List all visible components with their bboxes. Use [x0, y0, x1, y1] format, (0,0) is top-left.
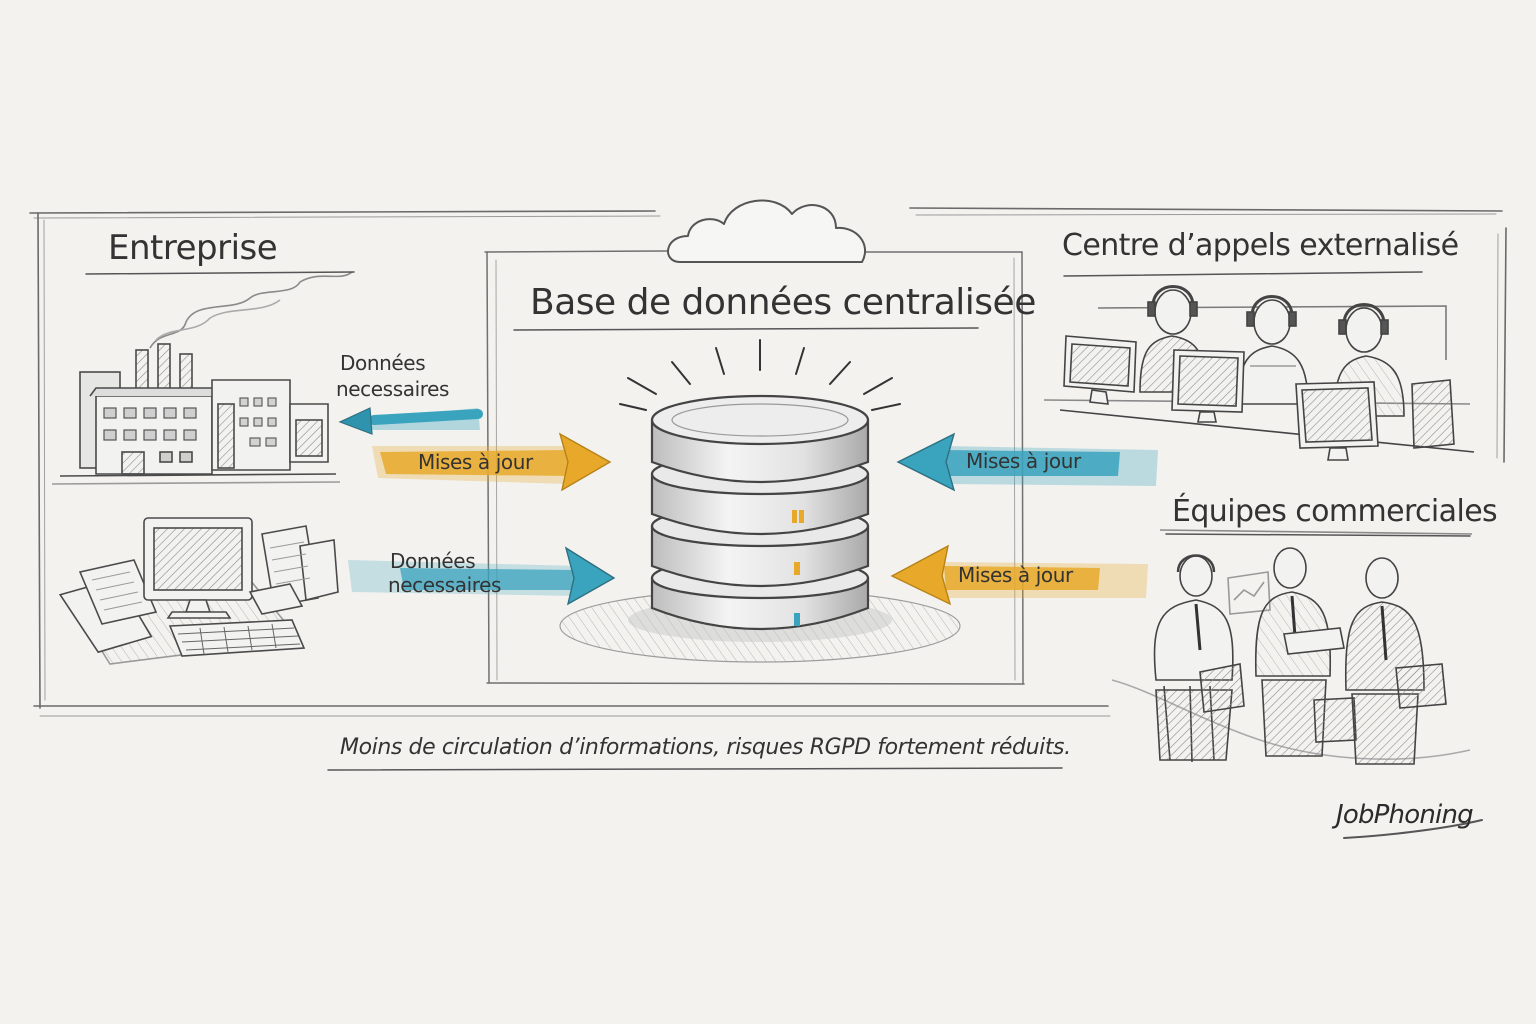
call-agents-icon [1043, 285, 1475, 461]
sales-people-icon [1111, 529, 1473, 765]
footer-caption: Moins de circulation d’informations, ris… [340, 735, 1071, 760]
title-underlines [85, 271, 1483, 839]
arrow-to-enterprise-label-2: necessaires [336, 377, 450, 401]
arrow-callcenter-update [896, 432, 1158, 492]
cloud-icon [667, 199, 867, 263]
arrow-enterprise-update-label: Mises à jour [418, 450, 533, 474]
arrow-to-enterprise [338, 407, 483, 435]
factory-icon [51, 271, 353, 485]
computer-icon [58, 517, 339, 665]
database-icon [559, 394, 961, 663]
enterprise-title: Entreprise [108, 228, 278, 268]
database-title: Base de données centralisée [530, 282, 1036, 323]
arrow-sales-update-label: Mises à jour [958, 563, 1073, 587]
arrow-to-workstation [348, 546, 616, 606]
outer-frame [29, 207, 1507, 717]
arrow-callcenter-update-label: Mises à jour [966, 449, 1081, 473]
sales-teams-title: Équipes commerciales [1172, 494, 1498, 529]
arrow-to-enterprise-label-1: Données [340, 351, 426, 375]
call-center-title: Centre d’appels externalisé [1062, 228, 1459, 263]
arrow-sales-update [890, 544, 1148, 606]
arrow-to-workstation-label-1: Données [390, 549, 476, 573]
database-glow-lines [619, 339, 901, 411]
brand-logo: JobPhoning [1336, 800, 1474, 830]
arrow-enterprise-update [372, 432, 612, 492]
arrow-to-workstation-label-2: necessaires [388, 573, 502, 597]
